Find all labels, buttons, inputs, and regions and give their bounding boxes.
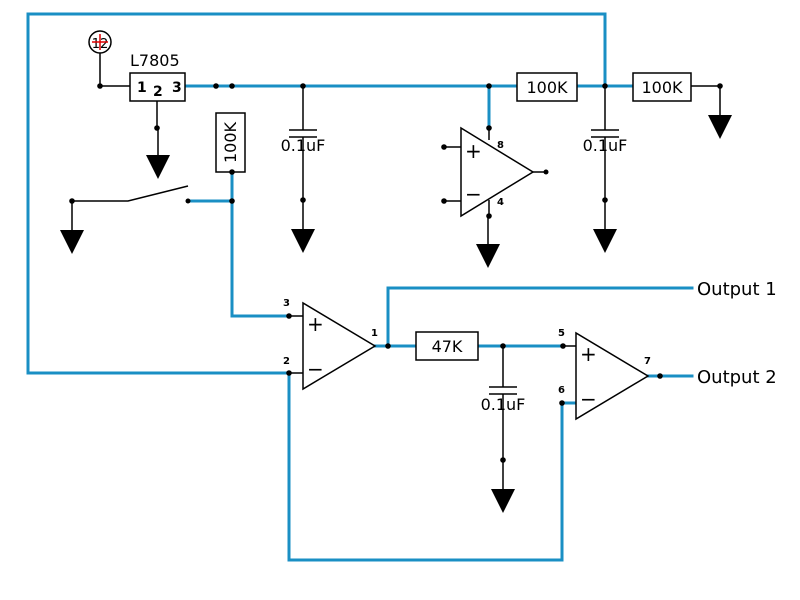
resistor-top-left: 100K: [516, 72, 578, 102]
capacitor-filter: 0.1uF: [481, 386, 526, 414]
opamp-buffer-plus: +: [580, 342, 597, 366]
ground-icon: [491, 489, 515, 513]
output-1-label: Output 1: [697, 279, 777, 300]
opamp-power-pin-8: 8: [497, 140, 504, 151]
opamp-buffer-pin-6: 6: [558, 385, 565, 396]
ground-icon: [593, 229, 617, 253]
regulator-pin-1: 1: [137, 80, 147, 96]
ground-icon: [60, 230, 84, 254]
opamp-buffer-minus: −: [580, 387, 597, 411]
opamp-buffer-pin-7: 7: [644, 356, 651, 367]
capacitor-reference: 0.1uF: [583, 129, 628, 155]
capacitor-regulator-value: 0.1uF: [281, 136, 326, 155]
ground-wires: [71, 51, 721, 489]
opamp-comparator-pin-3: 3: [283, 298, 290, 309]
resistor-vertical-value: 100K: [221, 121, 240, 163]
resistor-top-right-value: 100K: [641, 78, 683, 97]
regulator-label: L7805: [130, 51, 180, 70]
resistor-top-right: 100K: [632, 72, 692, 102]
resistor-filter: 47K: [415, 331, 479, 361]
opamp-power-plus: +: [465, 139, 482, 163]
signal-wires: [26, 12, 694, 562]
opamp-comparator: + − 3 2 1: [283, 298, 378, 391]
opamp-comparator-minus: −: [307, 357, 324, 381]
ground-icon: [291, 229, 315, 253]
opamp-comparator-plus: +: [307, 312, 324, 336]
opamp-power-minus: −: [465, 182, 482, 206]
opamp-buffer: + − 5 6 7: [558, 328, 651, 421]
opamp-comparator-pin-2: 2: [283, 356, 290, 367]
opamp-power: + − 8 4: [460, 126, 549, 218]
opamp-power-pin-4: 4: [497, 197, 504, 208]
output-2-label: Output 2: [697, 367, 777, 388]
opamp-buffer-pin-5: 5: [558, 328, 565, 339]
ground-icon: [708, 115, 732, 139]
opamp-comparator-pin-1: 1: [371, 328, 378, 339]
ground-icon: [476, 244, 500, 268]
supply-symbol: 12: [88, 30, 112, 54]
ground-icon: [146, 155, 170, 179]
capacitor-filter-value: 0.1uF: [481, 395, 526, 414]
ground-symbols: [60, 115, 732, 513]
resistor-filter-value: 47K: [432, 337, 463, 356]
switch: [185, 198, 191, 204]
regulator: L7805 1 2 3: [129, 51, 186, 102]
junction-dots: [69, 83, 723, 463]
regulator-pin-2: 2: [153, 84, 163, 100]
regulator-pin-3: 3: [172, 80, 182, 96]
capacitor-regulator: 0.1uF: [281, 129, 326, 155]
resistor-vertical: 100K: [215, 112, 246, 173]
capacitor-reference-value: 0.1uF: [583, 136, 628, 155]
resistor-top-left-value: 100K: [526, 78, 568, 97]
